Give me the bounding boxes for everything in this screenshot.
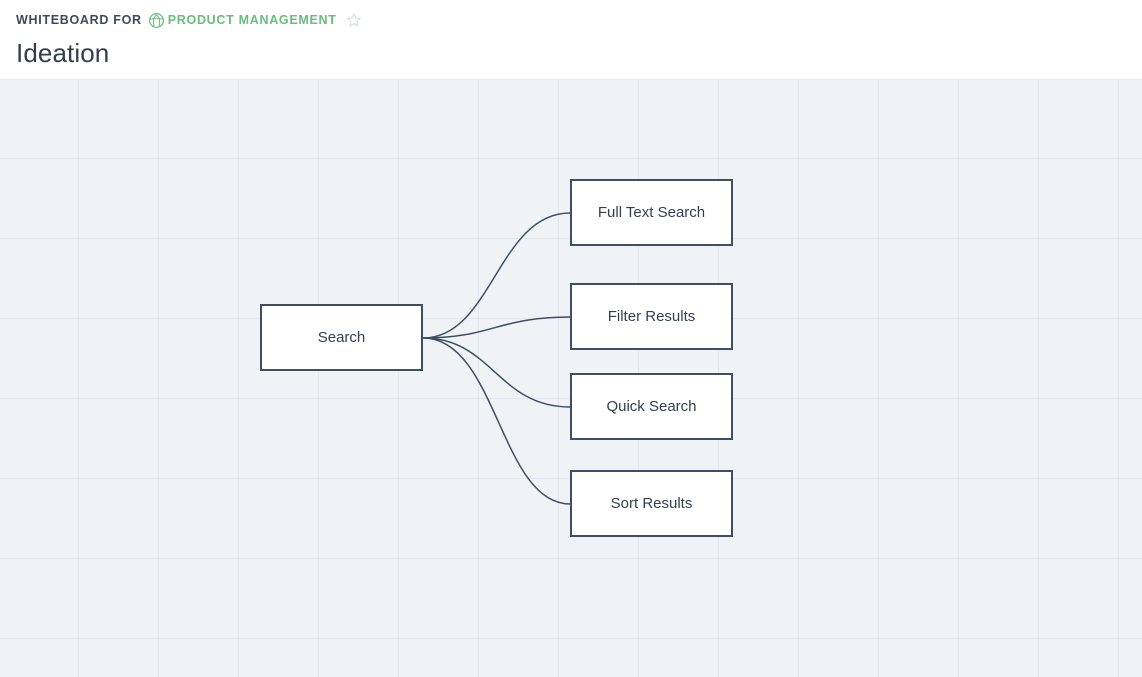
node-search[interactable]: Search — [260, 304, 423, 371]
page-header: WHITEBOARD FOR PRODUCT MANAGEMENT Ideati… — [0, 0, 1142, 80]
board-circle-icon — [148, 12, 164, 28]
node-fulltext[interactable]: Full Text Search — [570, 179, 733, 246]
breadcrumb-prefix: WHITEBOARD FOR — [16, 13, 142, 27]
edge-search-to-quick[interactable] — [422, 337, 571, 408]
page-title: Ideation — [16, 38, 110, 68]
node-sort[interactable]: Sort Results — [570, 470, 733, 537]
node-label: Sort Results — [610, 494, 693, 512]
node-label: Quick Search — [606, 397, 697, 415]
star-outline-icon[interactable] — [346, 12, 362, 28]
node-quick[interactable]: Quick Search — [570, 373, 733, 440]
node-filter[interactable]: Filter Results — [570, 283, 733, 350]
edge-search-to-fulltext[interactable] — [422, 212, 571, 339]
breadcrumb: WHITEBOARD FOR PRODUCT MANAGEMENT — [16, 11, 362, 29]
edge-search-to-filter[interactable] — [422, 316, 571, 339]
breadcrumb-project-link[interactable]: PRODUCT MANAGEMENT — [167, 13, 337, 27]
node-label: Search — [317, 328, 366, 346]
node-label: Filter Results — [607, 307, 696, 325]
edge-search-to-sort[interactable] — [422, 337, 571, 505]
node-label: Full Text Search — [597, 203, 706, 221]
